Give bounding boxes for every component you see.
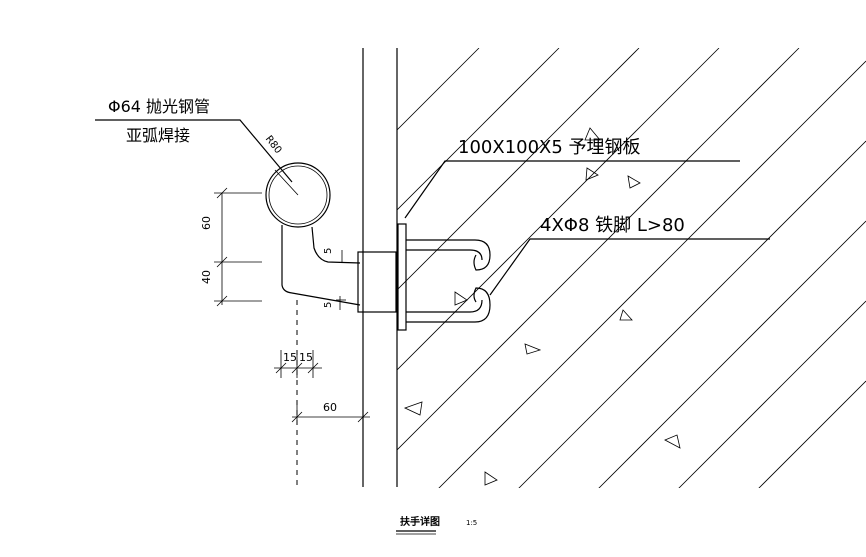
weld-label: 亚弧焊接 (126, 126, 190, 145)
radius-label: R80 (263, 134, 284, 156)
wall-face (362, 48, 398, 487)
dim-60-horizontal: 60 (323, 401, 337, 414)
plate-label: 100X100X5 予埋钢板 (458, 137, 641, 158)
dim-5-bottom: 5 (323, 302, 334, 308)
aggregate-marks (403, 127, 681, 486)
title-scale: 1:5 (466, 519, 477, 527)
dimension-horizontal (274, 350, 370, 425)
dimension-flange (336, 250, 346, 310)
leader-lines (95, 119, 770, 296)
pipe-label: Φ64 抛光钢管 (108, 97, 210, 116)
dim-15-right: 15 (299, 351, 313, 364)
drawing-title: 扶手详图 1:5 (396, 515, 477, 535)
dim-40-vertical: 40 (200, 270, 213, 284)
anchor-label: 4XΦ8 铁脚 L>80 (540, 215, 685, 236)
dim-15-left: 15 (283, 351, 297, 364)
wall-hatch (397, 48, 866, 488)
anchor-bars (406, 239, 491, 323)
title-text: 扶手详图 (400, 515, 440, 528)
bracket-arm (281, 225, 361, 306)
base-flange (357, 223, 407, 331)
dimension-vertical (214, 187, 262, 307)
dim-60-vertical: 60 (200, 216, 213, 230)
handrail-pipe (265, 162, 331, 228)
dim-5-top: 5 (323, 248, 334, 254)
